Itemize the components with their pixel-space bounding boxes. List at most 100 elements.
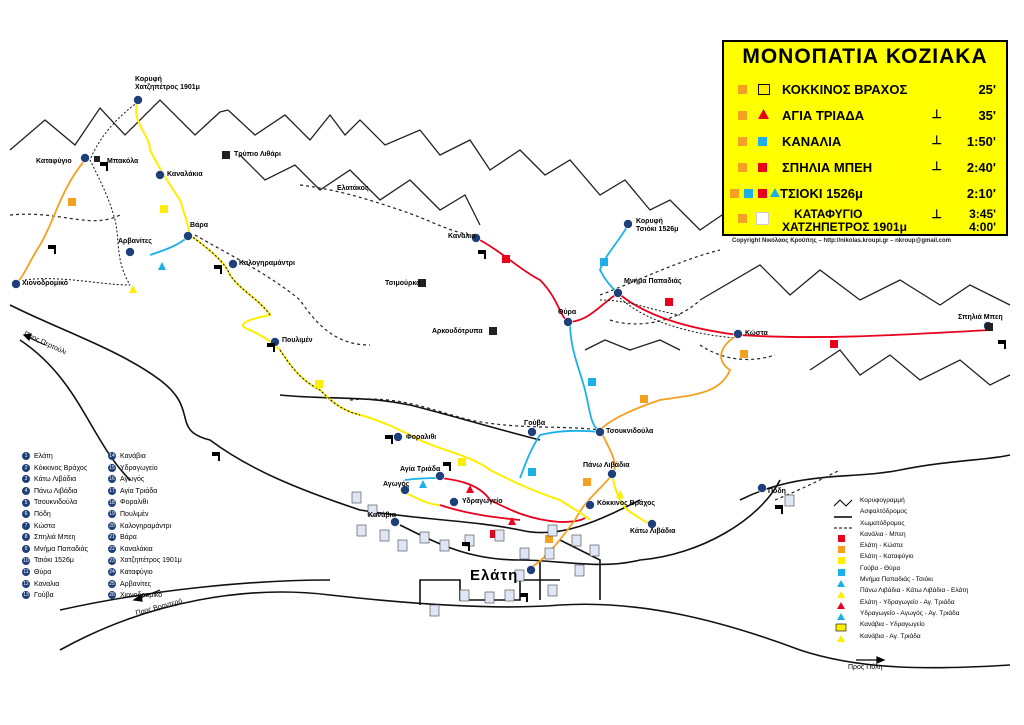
label-arkoudotrypa: Αρκουδότρυπα <box>432 328 483 335</box>
orange-square-icon <box>738 214 747 223</box>
legend-time: 25' <box>978 82 996 97</box>
blue-square-icon <box>758 137 767 146</box>
legend-time: 2:10' <box>966 186 996 201</box>
label-pano-livadia: Πάνω Λιβάδια <box>583 462 630 469</box>
orange-square-icon <box>738 163 747 172</box>
red-square-icon <box>758 163 767 172</box>
asphalt-roads <box>9 304 1011 669</box>
legend-title: ΜΟΝΟΠΑΤΙΑ ΚΟΖΙΑΚΑ <box>742 45 988 68</box>
legend-row-kokkinos: ΚΟΚΚΙΝΟΣ ΒΡΑΧΟΣ 25' <box>724 78 1006 102</box>
ridge-lines <box>9 99 1011 386</box>
blue-trails <box>149 224 629 481</box>
red-trail-dashes <box>619 297 736 339</box>
yellow-square-icon <box>758 84 770 95</box>
key-symbols <box>833 499 853 642</box>
blue-triangle-icon <box>770 188 780 197</box>
white-square-icon <box>756 212 769 225</box>
copyright: Copyright Νικόλαος Κρούπης – http://niko… <box>732 238 951 244</box>
orange-square-icon <box>730 189 739 198</box>
legend-name: ΑΓΙΑ ΤΡΙΑΔΑ <box>782 108 865 123</box>
red-square-icon <box>758 189 767 198</box>
label-kato-livadia: Κάτω Λιβάδια <box>630 528 676 535</box>
water-tap-icon: ⊥ <box>931 107 942 121</box>
label-tsoukni: Τσουκνιδούλα <box>606 428 654 435</box>
label-peak-hatz-name: Χατζηπέτρος 1901μ <box>135 84 200 91</box>
label-kanalia: Καναλια <box>448 233 476 240</box>
label-spilia: Σπηλιά Μπεη <box>958 314 1003 321</box>
legend-row-kanalia: ΚΑΝΑΛΙΑ ⊥ 1:50' <box>724 130 1006 154</box>
label-forolithi: Φοραλιθι <box>406 434 437 441</box>
label-elatakos: Ελατάκος <box>337 185 369 192</box>
label-tsiourka: Τσιμούρκα <box>385 280 421 287</box>
label-gouva: Γούβα <box>524 420 546 427</box>
legend-time: 35' <box>978 108 996 123</box>
legend-row-agia-triada: ΑΓΙΑ ΤΡΙΑΔΑ ⊥ 35' <box>724 104 1006 128</box>
legend-name: ΚΑΤΑΦΥΓΙΟ <box>794 207 863 221</box>
label-peak-tsioki: Κορυφή <box>636 218 663 225</box>
label-pros-pyli: Προς Πύλη <box>848 664 883 671</box>
red-triangle-icon <box>758 109 769 119</box>
blue-square-icon <box>744 189 753 198</box>
legend-name-2: ΧΑΤΖΗΠΕΤΡΟΣ 1901μ <box>782 220 907 234</box>
legend-time: 2:40' <box>966 160 996 175</box>
legend-time: 1:50' <box>966 134 996 149</box>
trail-triangle-markers <box>129 262 624 525</box>
orange-square-icon <box>738 137 747 146</box>
legend-name: ΚΟΚΚΙΝΟΣ ΒΡΑΧΟΣ <box>782 82 908 97</box>
label-thyra: Θύρα <box>558 309 577 316</box>
label-ydragogio: Υδραγωγείο <box>462 498 503 505</box>
label-kokkinos: Κόκκινος Βράχος <box>597 500 656 507</box>
orange-square-icon <box>738 111 747 120</box>
legend-name: ΚΑΝΑΛΙΑ <box>782 134 842 149</box>
label-arvanites: Αρβανίτες <box>118 238 152 245</box>
label-town-elati: Ελάτη <box>470 567 519 584</box>
label-agia-triada: Αγία Τριάδα <box>400 466 441 473</box>
legend-time: 3:45' <box>969 207 996 221</box>
label-poulimen: Πουλιμέν <box>282 337 313 344</box>
legend-time-2: 4:00' <box>969 220 996 234</box>
label-chionodromiko: Χιονοδρομικό <box>22 280 69 287</box>
water-tap-icons <box>48 162 1006 602</box>
legend-row-tsioki: ΤΣΙΟΚΙ 1526μ 2:10' <box>724 182 1006 206</box>
orange-square-icon <box>738 85 747 94</box>
legend-name: ΤΣΙΟΚΙ 1526μ <box>780 186 863 201</box>
label-agogos: Αγωγός <box>383 481 410 488</box>
label-kanavi: Κανάβια <box>368 512 396 519</box>
label-vara: Βάρα <box>190 222 208 229</box>
water-tap-icon: ⊥ <box>931 133 942 147</box>
trail-square-markers <box>68 198 838 543</box>
red-trails <box>439 237 991 523</box>
label-trypio: Τρύπιο Λιθάρι <box>234 151 281 158</box>
label-kanalakia: Καναλάκια <box>167 171 203 178</box>
label-podi: Πόδη <box>768 488 786 495</box>
label-peak-tsioki-name: Τσιόκι 1526μ <box>636 226 679 233</box>
legend-name: ΣΠΗΛΙΑ ΜΠΕΗ <box>782 160 873 175</box>
legend-row-spilia: ΣΠΗΛΙΑ ΜΠΕΗ ⊥ 2:40' <box>724 156 1006 180</box>
water-tap-icon: ⊥ <box>931 207 942 221</box>
